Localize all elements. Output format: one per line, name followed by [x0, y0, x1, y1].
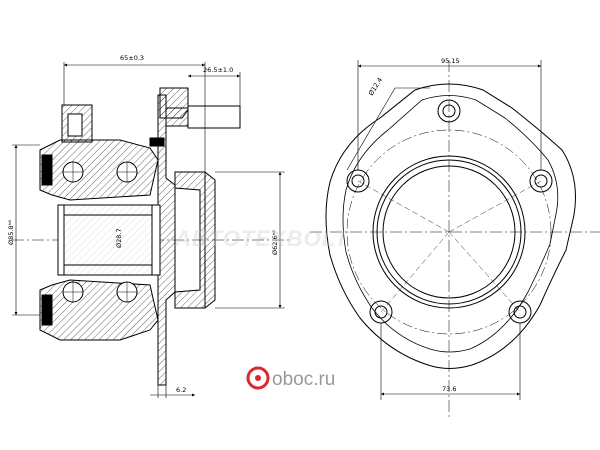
bolt-holes: [346, 99, 553, 324]
watermark: ABTOTEXBOLT: [174, 226, 350, 251]
seal-bottom: [41, 294, 53, 326]
hub-ring-2: [376, 159, 522, 305]
wheel-stud: [187, 105, 241, 129]
dim-stud-length: 26.5±1.0: [203, 66, 233, 74]
seal-top: [41, 154, 53, 186]
flange-inner-contour: [342, 95, 559, 353]
dim-hole: Ø12.4: [367, 76, 384, 97]
bolt-hole-2: [529, 169, 553, 193]
brand-logo-icon: [246, 366, 270, 390]
side-section-view: [12, 62, 292, 398]
dim-overall-width: 65±0.3: [120, 54, 144, 62]
bolt-circle: [346, 129, 552, 335]
hub-bore-ring: [382, 165, 516, 299]
dim-bottom-spacing: 73.6: [442, 385, 456, 393]
flange-outline: [325, 83, 576, 369]
dim-left-diameter: Ø85.8ʰ⁸: [7, 220, 15, 245]
bolt-hole-5: [437, 99, 461, 123]
bearing-outer-ring-bottom: [39, 279, 159, 341]
spline-bore: [63, 204, 153, 276]
dim-flange-thickness: 6.2: [176, 386, 186, 394]
abs-ring: [149, 137, 165, 147]
bearing-outer-ring-top: [39, 139, 159, 201]
hub-outer-ring: [372, 155, 526, 309]
brand-logo-text: oboc.ru: [272, 369, 335, 390]
front-view: [310, 60, 600, 420]
dim-right-diameter: Ø62.6ʰ⁸: [271, 230, 279, 255]
brand-logo: [246, 366, 270, 390]
dim-bore: Ø28.7: [115, 228, 123, 248]
dim-bolt-circle: 95.15: [441, 57, 460, 65]
wheel-stud-knurl: [165, 107, 189, 127]
